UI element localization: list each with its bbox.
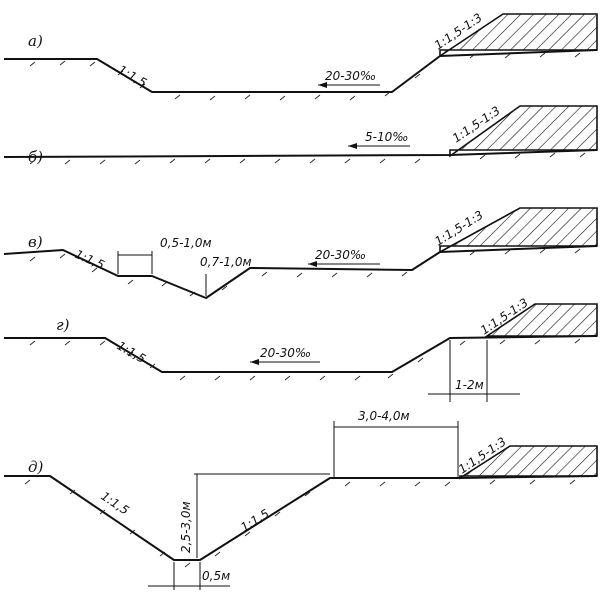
ground-profile (4, 49, 598, 93)
slope-right-label: 1:1,5 (238, 506, 272, 534)
figure-b: б) 5-10‰ 1:1,5-1:3 (3, 103, 598, 166)
soil-marks (24, 479, 576, 568)
figure-d: д) 1:1,5 2,5-3,0м 1:1,5 3,0-4,0м 0,5м 1:… (4, 409, 598, 590)
ground-profile (3, 245, 598, 299)
soil-marks (29, 338, 581, 381)
slope-left-label: 1:1,5 (98, 489, 131, 518)
gradient-label: 20-30‰ (260, 346, 311, 360)
offset-label: 1-2м (455, 378, 484, 392)
bottom-width-label: 0,5м (202, 569, 230, 583)
gradient-label: 5-10‰ (365, 130, 408, 144)
soil-marks (29, 248, 581, 297)
ground-profile (4, 475, 598, 561)
arrow-head (318, 82, 327, 88)
berm-width-label: 3,0-4,0м (358, 409, 410, 423)
embankment-hatch (439, 13, 598, 58)
slope-label: 1:1,5 (115, 338, 149, 366)
arrow-head (348, 143, 357, 149)
figure-g: г) 1:1,5 20-30‰ 1-2м 1:1,5-1:3 (4, 295, 598, 402)
gradient-label: 20-30‰ (325, 69, 376, 83)
depth-label: 2,5-3,0м (179, 501, 193, 553)
case-label: а) (28, 32, 43, 50)
figure-a: а) 1:1,5 20-30‰ 1:1,5-1:3 (4, 10, 598, 101)
ground-profile (4, 335, 598, 373)
slope-label: 1:1,5 (116, 62, 150, 90)
embankment-hatch (449, 105, 598, 158)
embankment-hatch (439, 207, 598, 254)
case-label: г) (56, 316, 70, 334)
gradient-label: 20-30‰ (315, 248, 366, 262)
figure-v: в) 1:1,5 0,5-1,0м 0,7-1,0м 20-30‰ 1:1,5-… (3, 207, 598, 299)
depth-label: 0,7-1,0м (200, 255, 252, 269)
bench-width-label: 0,5-1,0м (160, 236, 212, 250)
slope-label: 1:1,5 (73, 247, 107, 272)
soil-marks (29, 152, 586, 165)
ground-profile (3, 149, 598, 158)
arrow-head (308, 261, 317, 267)
soil-marks (29, 52, 581, 101)
case-label: д) (28, 458, 44, 476)
case-label: в) (28, 233, 43, 251)
arrow-head (250, 359, 259, 365)
